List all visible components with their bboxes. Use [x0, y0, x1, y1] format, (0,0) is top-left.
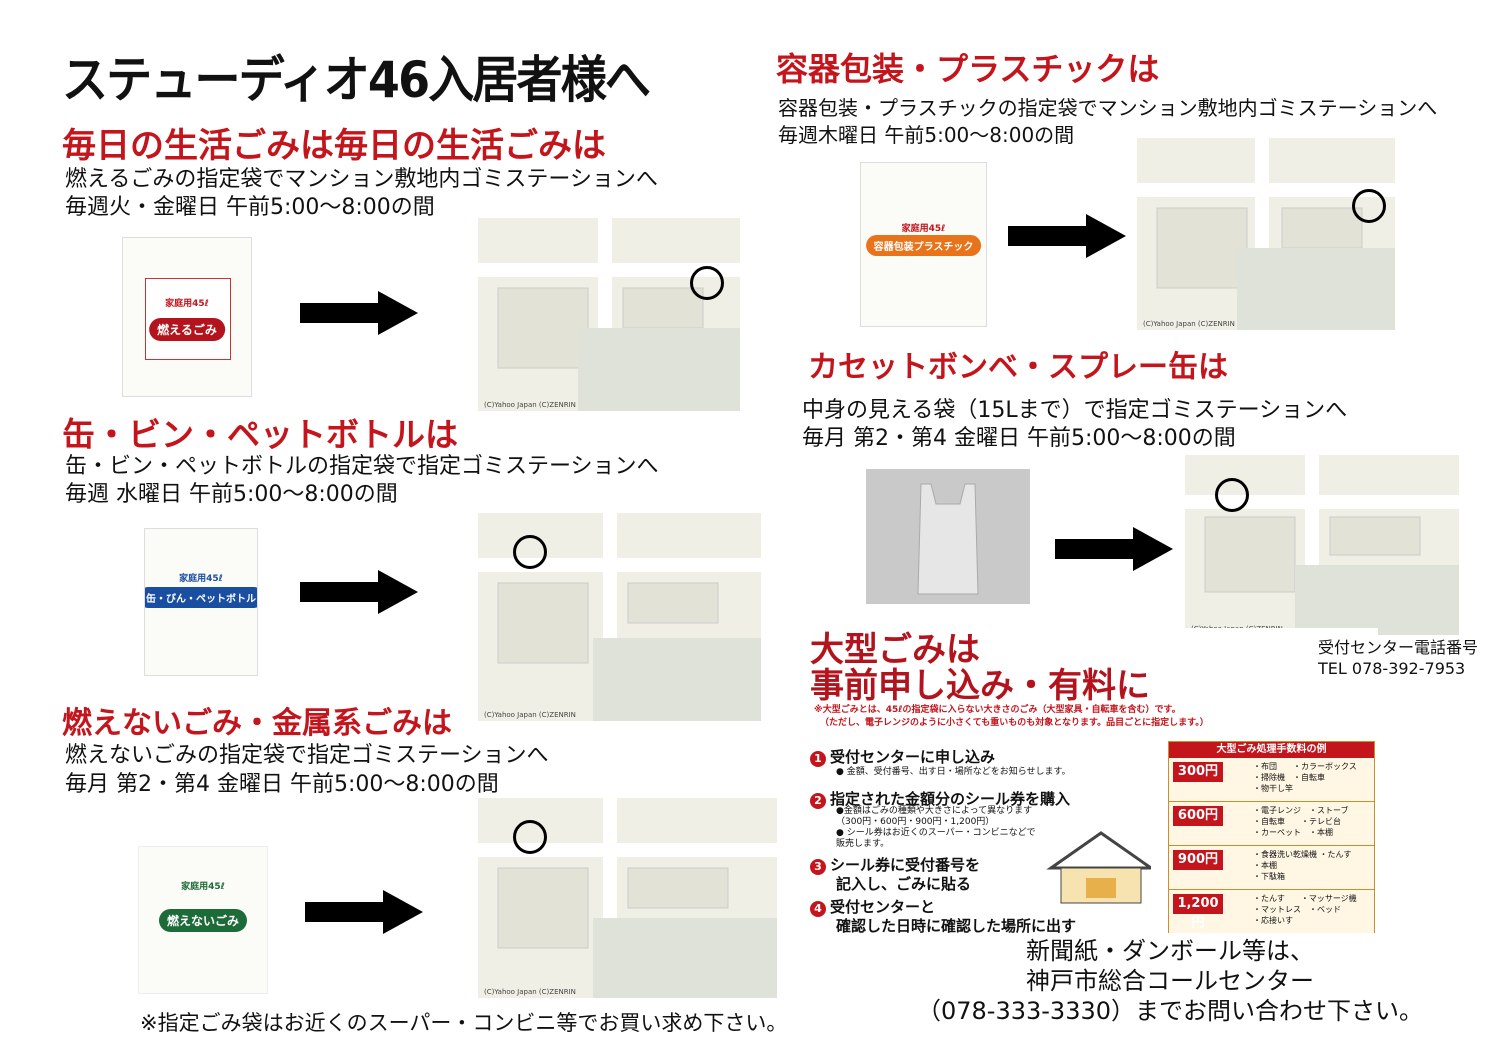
spray-line2: 毎月 第2・第4 金曜日 午前5:00〜8:00の間 — [802, 426, 1236, 451]
large-note1: ※大型ごみとは、45ℓの指定袋に入らない大きさのごみ（大型家具・自転車を含む）で… — [814, 705, 1181, 715]
fee-table: 大型ごみ処理手数料の例 300円 ・布団 ・カラーボックス ・掃除機 ・自転車 ・… — [1168, 741, 1375, 933]
large-heading1: 大型ごみは — [810, 630, 980, 670]
map-copyright: (C)Yahoo Japan (C)ZENRIN — [484, 988, 576, 996]
step2-sub2: （300円・600円・900円・1,200円） — [836, 817, 995, 827]
burnable-bag-label: 燃えるごみ — [149, 318, 225, 341]
plastic-bag-label: 容器包装プラスチック — [865, 235, 982, 256]
step2-sub4: 販売します。 — [836, 839, 890, 849]
step1-sub: ● 金額、受付番号、出す日・場所などをお知らせします。 — [836, 767, 1071, 777]
map-copyright: (C)Yahoo Japan (C)ZENRIN — [484, 401, 576, 409]
arrow-right-icon — [300, 570, 418, 614]
nonburnable-line2: 毎月 第2・第4 金曜日 午前5:00〜8:00の間 — [65, 772, 499, 797]
arrow-right-icon — [1055, 527, 1173, 571]
newspaper-line2: 神戸市総合コールセンター — [1026, 967, 1314, 995]
newspaper-note: 新聞紙・ダンボール等は、 神戸市総合コールセンター （078-333-3330）… — [917, 936, 1423, 1026]
center-tel: TEL 078-392-7953 — [1318, 659, 1466, 678]
step3-label-a: シール券に受付番号を — [830, 856, 981, 874]
step1-label: 受付センターに申し込み — [830, 748, 996, 766]
map-cans: (C)Yahoo Japan (C)ZENRIN — [478, 513, 761, 721]
fee-items: ・食器洗い乾燥機 ・たんす ・本棚 ・下駄箱 — [1253, 850, 1352, 881]
map-nonburnable: (C)Yahoo Japan (C)ZENRIN — [478, 798, 777, 998]
footer-note: ※指定ごみ袋はお近くのスーパー・コンビニ等でお買い求め下さい。 — [140, 1011, 788, 1035]
fee-price: 300円 — [1173, 762, 1223, 782]
step4-label-a: 受付センターと — [830, 898, 936, 916]
collection-point-marker — [513, 535, 547, 569]
arrow-right-icon — [300, 291, 418, 335]
nonburnable-bag-image: 家庭用45ℓ 燃えないごみ — [138, 846, 268, 994]
fee-row: 600円 ・電子レンジ ・ストーブ ・自転車 ・テレビ台 ・カーペット ・本棚 — [1169, 802, 1374, 846]
step2-sub1: ●金額はごみの種類や大きさによって異なります — [836, 806, 1033, 816]
map-spray: (C)Yahoo Japan (C)ZENRIN — [1185, 455, 1459, 635]
fee-price: 900円 — [1173, 850, 1223, 870]
large-heading2: 事前申し込み・有料に — [810, 666, 1150, 706]
newspaper-line3: （078-333-3330）までお問い合わせ下さい。 — [916, 997, 1423, 1025]
cans-line1: 缶・ビン・ペットボトルの指定袋で指定ゴミステーションへ — [65, 454, 659, 479]
fee-row: 1,200円・たんす ・マッサージ機 ・マットレス ・ベッド ・応接いす — [1169, 890, 1374, 933]
large-waste-flyer: 大型ごみは 事前申し込み・有料に ※大型ごみとは、45ℓの指定袋に入らない大きさ… — [796, 628, 1378, 935]
cans-bag-image: 家庭用45ℓ 缶・びん・ペットボトル — [144, 528, 258, 676]
cans-bag-sub: 家庭用45ℓ — [179, 574, 223, 584]
fee-items: ・布団 ・カラーボックス ・掃除機 ・自転車 ・物干し竿 — [1253, 762, 1357, 793]
collection-point-marker — [1215, 478, 1249, 512]
plastic-heading: 容器包装・プラスチックは — [776, 50, 1160, 88]
fee-price: 1,200円 — [1173, 894, 1223, 931]
cans-heading: 缶・ビン・ペットボトルは — [62, 415, 458, 454]
cans-bag-label: 缶・びん・ペットボトル — [145, 587, 257, 608]
plastic-bag-sub: 家庭用45ℓ — [901, 224, 946, 234]
collection-point-marker — [690, 266, 724, 300]
burnable-line1: 燃えるごみの指定袋でマンション敷地内ゴミステーションへ — [65, 167, 658, 192]
fee-row: 300円 ・布団 ・カラーボックス ・掃除機 ・自転車 ・物干し竿 — [1169, 758, 1374, 802]
newspaper-line1: 新聞紙・ダンボール等は、 — [1026, 937, 1314, 965]
burnable-bag-image: 家庭用45ℓ 燃えるごみ — [122, 237, 252, 397]
step4-label-b: 確認した日時に確認した場所に出す — [836, 917, 1077, 935]
clear-bag-image — [866, 469, 1030, 604]
map-copyright: (C)Yahoo Japan (C)ZENRIN — [1143, 320, 1235, 328]
map-copyright: (C)Yahoo Japan (C)ZENRIN — [484, 711, 576, 719]
spray-heading: カセットボンベ・スプレー缶は — [808, 350, 1228, 385]
nonburnable-heading: 燃えないごみ・金属系ごみは — [62, 706, 452, 741]
step2-sub: ●金額はごみの種類や大きさによって異なります （300円・600円・900円・1… — [836, 806, 1035, 850]
burnable-heading: 毎日の生活ごみは毎日の生活ごみは — [62, 126, 606, 166]
fee-row: 900円 ・食器洗い乾燥機 ・たんす ・本棚 ・下駄箱 — [1169, 846, 1374, 890]
collection-point-marker — [1352, 189, 1386, 223]
fee-table-title: 大型ごみ処理手数料の例 — [1169, 742, 1374, 758]
collection-point-marker — [513, 820, 547, 854]
step2-sub3: ● シール券はお近くのスーパー・コンビニなどで — [836, 828, 1036, 838]
nonburnable-bag-sub: 家庭用45ℓ — [181, 882, 225, 892]
burnable-bag-sub: 家庭用45ℓ — [165, 299, 209, 309]
page-title: ステューディオ46入居者様へ — [62, 51, 651, 109]
burnable-line2: 毎週火・金曜日 午前5:00〜8:00の間 — [65, 195, 435, 220]
nonburnable-line1: 燃えないごみの指定袋で指定ゴミステーションへ — [65, 743, 549, 768]
plastic-bag-image: 家庭用45ℓ 容器包装プラスチック — [860, 162, 987, 327]
large-note2: （ただし、電子レンジのように小さくても重いものも対象となります。品目ごとに指定し… — [820, 718, 1209, 728]
map-burnable: (C)Yahoo Japan (C)ZENRIN — [478, 218, 740, 411]
arrow-right-icon — [305, 890, 423, 934]
step2-label: 指定された金額分のシール券を購入 — [830, 790, 1071, 808]
map-plastic: (C)Yahoo Japan (C)ZENRIN — [1137, 138, 1395, 330]
nonburnable-bag-label: 燃えないごみ — [158, 909, 248, 932]
fee-price: 600円 — [1173, 806, 1223, 826]
cans-line2: 毎週 水曜日 午前5:00〜8:00の間 — [65, 482, 398, 507]
step3-label-b: 記入し、ごみに貼る — [836, 875, 972, 893]
spray-line1: 中身の見える袋（15Lまで）で指定ゴミステーションへ — [802, 398, 1348, 423]
plastic-line2: 毎週木曜日 午前5:00〜8:00の間 — [778, 123, 1075, 147]
arrow-right-icon — [1008, 214, 1126, 258]
fee-items: ・電子レンジ ・ストーブ ・自転車 ・テレビ台 ・カーペット ・本棚 — [1253, 806, 1349, 837]
fee-items: ・たんす ・マッサージ機 ・マットレス ・ベッド ・応接いす — [1253, 894, 1357, 925]
plastic-line1: 容器包装・プラスチックの指定袋でマンション敷地内ゴミステーションへ — [778, 96, 1438, 120]
center-label: 受付センター電話番号 — [1318, 638, 1479, 657]
house-illustration — [1046, 831, 1151, 904]
